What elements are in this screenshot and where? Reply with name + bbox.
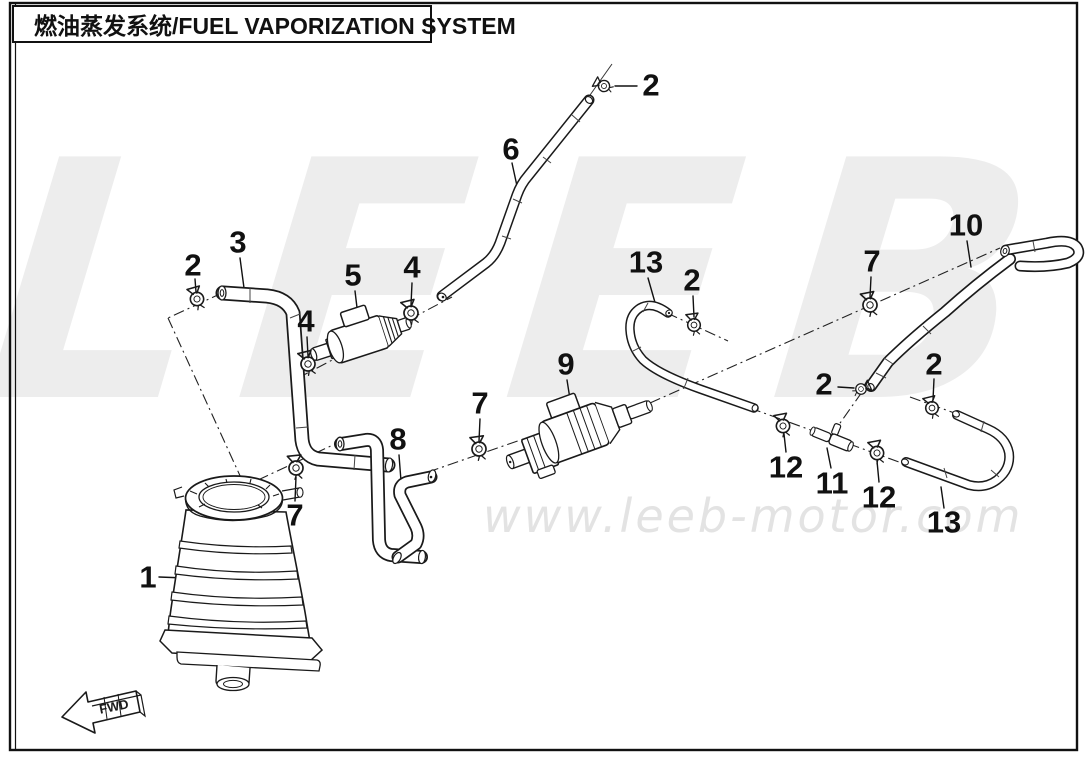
hose-6 <box>436 94 595 302</box>
purge-valve-5 <box>310 304 412 364</box>
fwd-arrow-label: FWD <box>98 696 130 716</box>
page-title: 燃油蒸发系统/FUEL VAPORIZATION SYSTEM <box>34 13 516 39</box>
hose-3 <box>215 285 396 473</box>
hose-13-left <box>625 300 759 413</box>
hose-8 <box>391 469 438 565</box>
title-box: 燃油蒸发系统/FUEL VAPORIZATION SYSTEM <box>12 5 516 43</box>
page-frame <box>8 1 1079 752</box>
clamp-2-left <box>185 284 208 312</box>
hose-8-left <box>334 432 428 565</box>
valve-assembly-9 <box>505 392 653 480</box>
clamp-2-top <box>591 75 616 96</box>
hose-10 <box>865 235 1085 392</box>
canister-1 <box>159 475 324 692</box>
website-watermark: www.leeb-motor.com <box>483 489 1024 543</box>
clamp-2-lower <box>850 379 873 399</box>
clamp-12-left <box>772 411 793 439</box>
hose-13-right <box>901 410 1015 492</box>
clamp-2-right <box>921 394 942 421</box>
pipe-joint-11 <box>809 423 854 452</box>
leader-lines <box>158 85 972 579</box>
fwd-arrow: FWD <box>61 690 146 734</box>
